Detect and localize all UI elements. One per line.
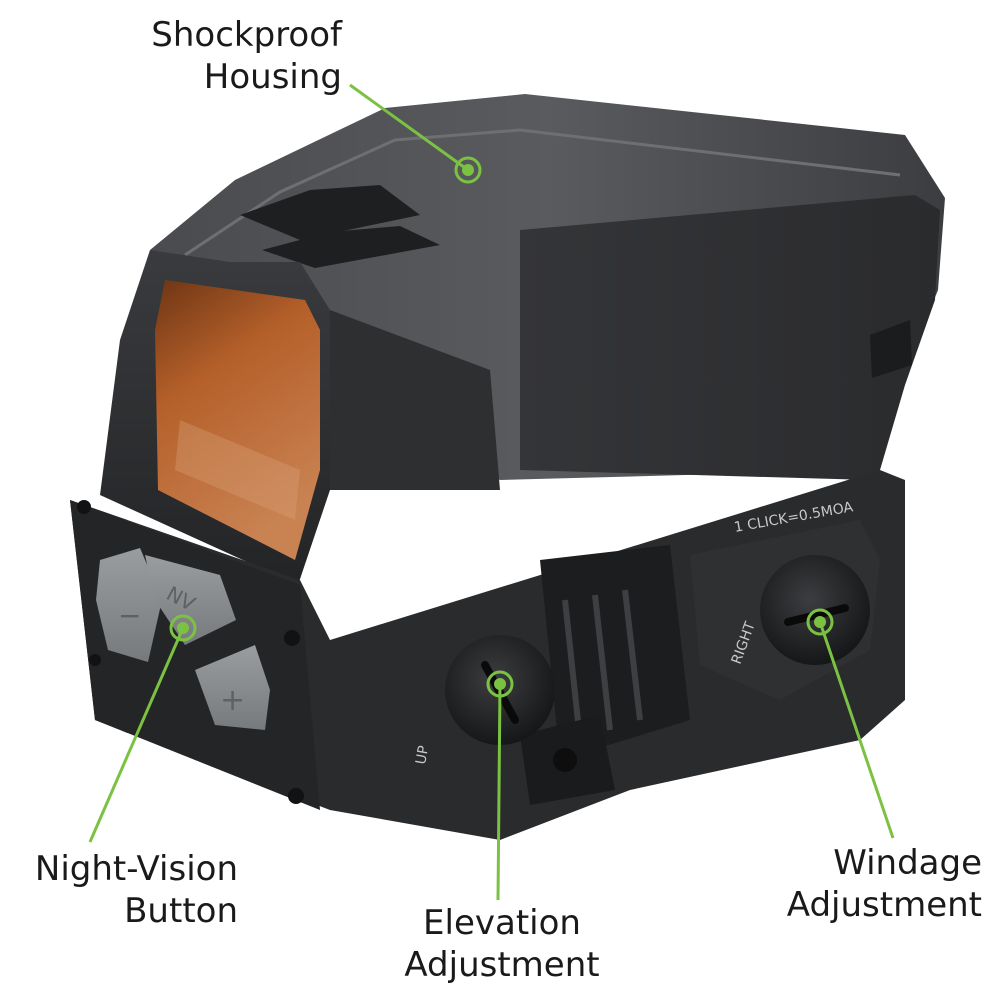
housing-right-face: [520, 195, 940, 480]
windage-label-line1: Windage: [833, 843, 982, 883]
top-vent-1: [240, 185, 420, 240]
minus-engraving: −: [118, 599, 141, 632]
elevation-adjustment-label: Elevation Adjustment: [393, 902, 611, 986]
housing-screws: [77, 500, 304, 804]
shockproof-label-line1: Shockproof: [151, 15, 342, 55]
windage-adjustment-label: Windage Adjustment: [770, 842, 982, 926]
nv-button-shape: [145, 555, 236, 645]
top-vent-2: [262, 226, 440, 268]
windage-label-line2: Adjustment: [786, 885, 982, 925]
elevation-label-line1: Elevation: [423, 903, 581, 943]
windage-knob-slot: [784, 604, 849, 626]
shockproof-housing-label: Shockproof Housing: [120, 14, 342, 98]
lens-window: [155, 280, 320, 560]
callout-lines: [88, 83, 895, 901]
hood-side-block: [330, 310, 500, 490]
elevation-label-line2: Adjustment: [404, 945, 600, 985]
housing-right-notch: [870, 320, 912, 378]
mount-screw: [553, 748, 577, 772]
rail-slots: [562, 589, 643, 741]
nv-label-line1: Night-Vision: [34, 849, 238, 889]
shockproof-label-line2: Housing: [203, 57, 342, 97]
up-engraving: UP: [413, 744, 432, 765]
plus-engraving: +: [220, 683, 245, 718]
callout-markers: [169, 156, 834, 698]
night-vision-button-label: Night-Vision Button: [10, 848, 238, 932]
nv-label-line2: Button: [124, 891, 238, 931]
minus-button-shape: [96, 548, 162, 662]
lens-glare: [175, 420, 300, 520]
plus-button-shape: [195, 645, 270, 730]
